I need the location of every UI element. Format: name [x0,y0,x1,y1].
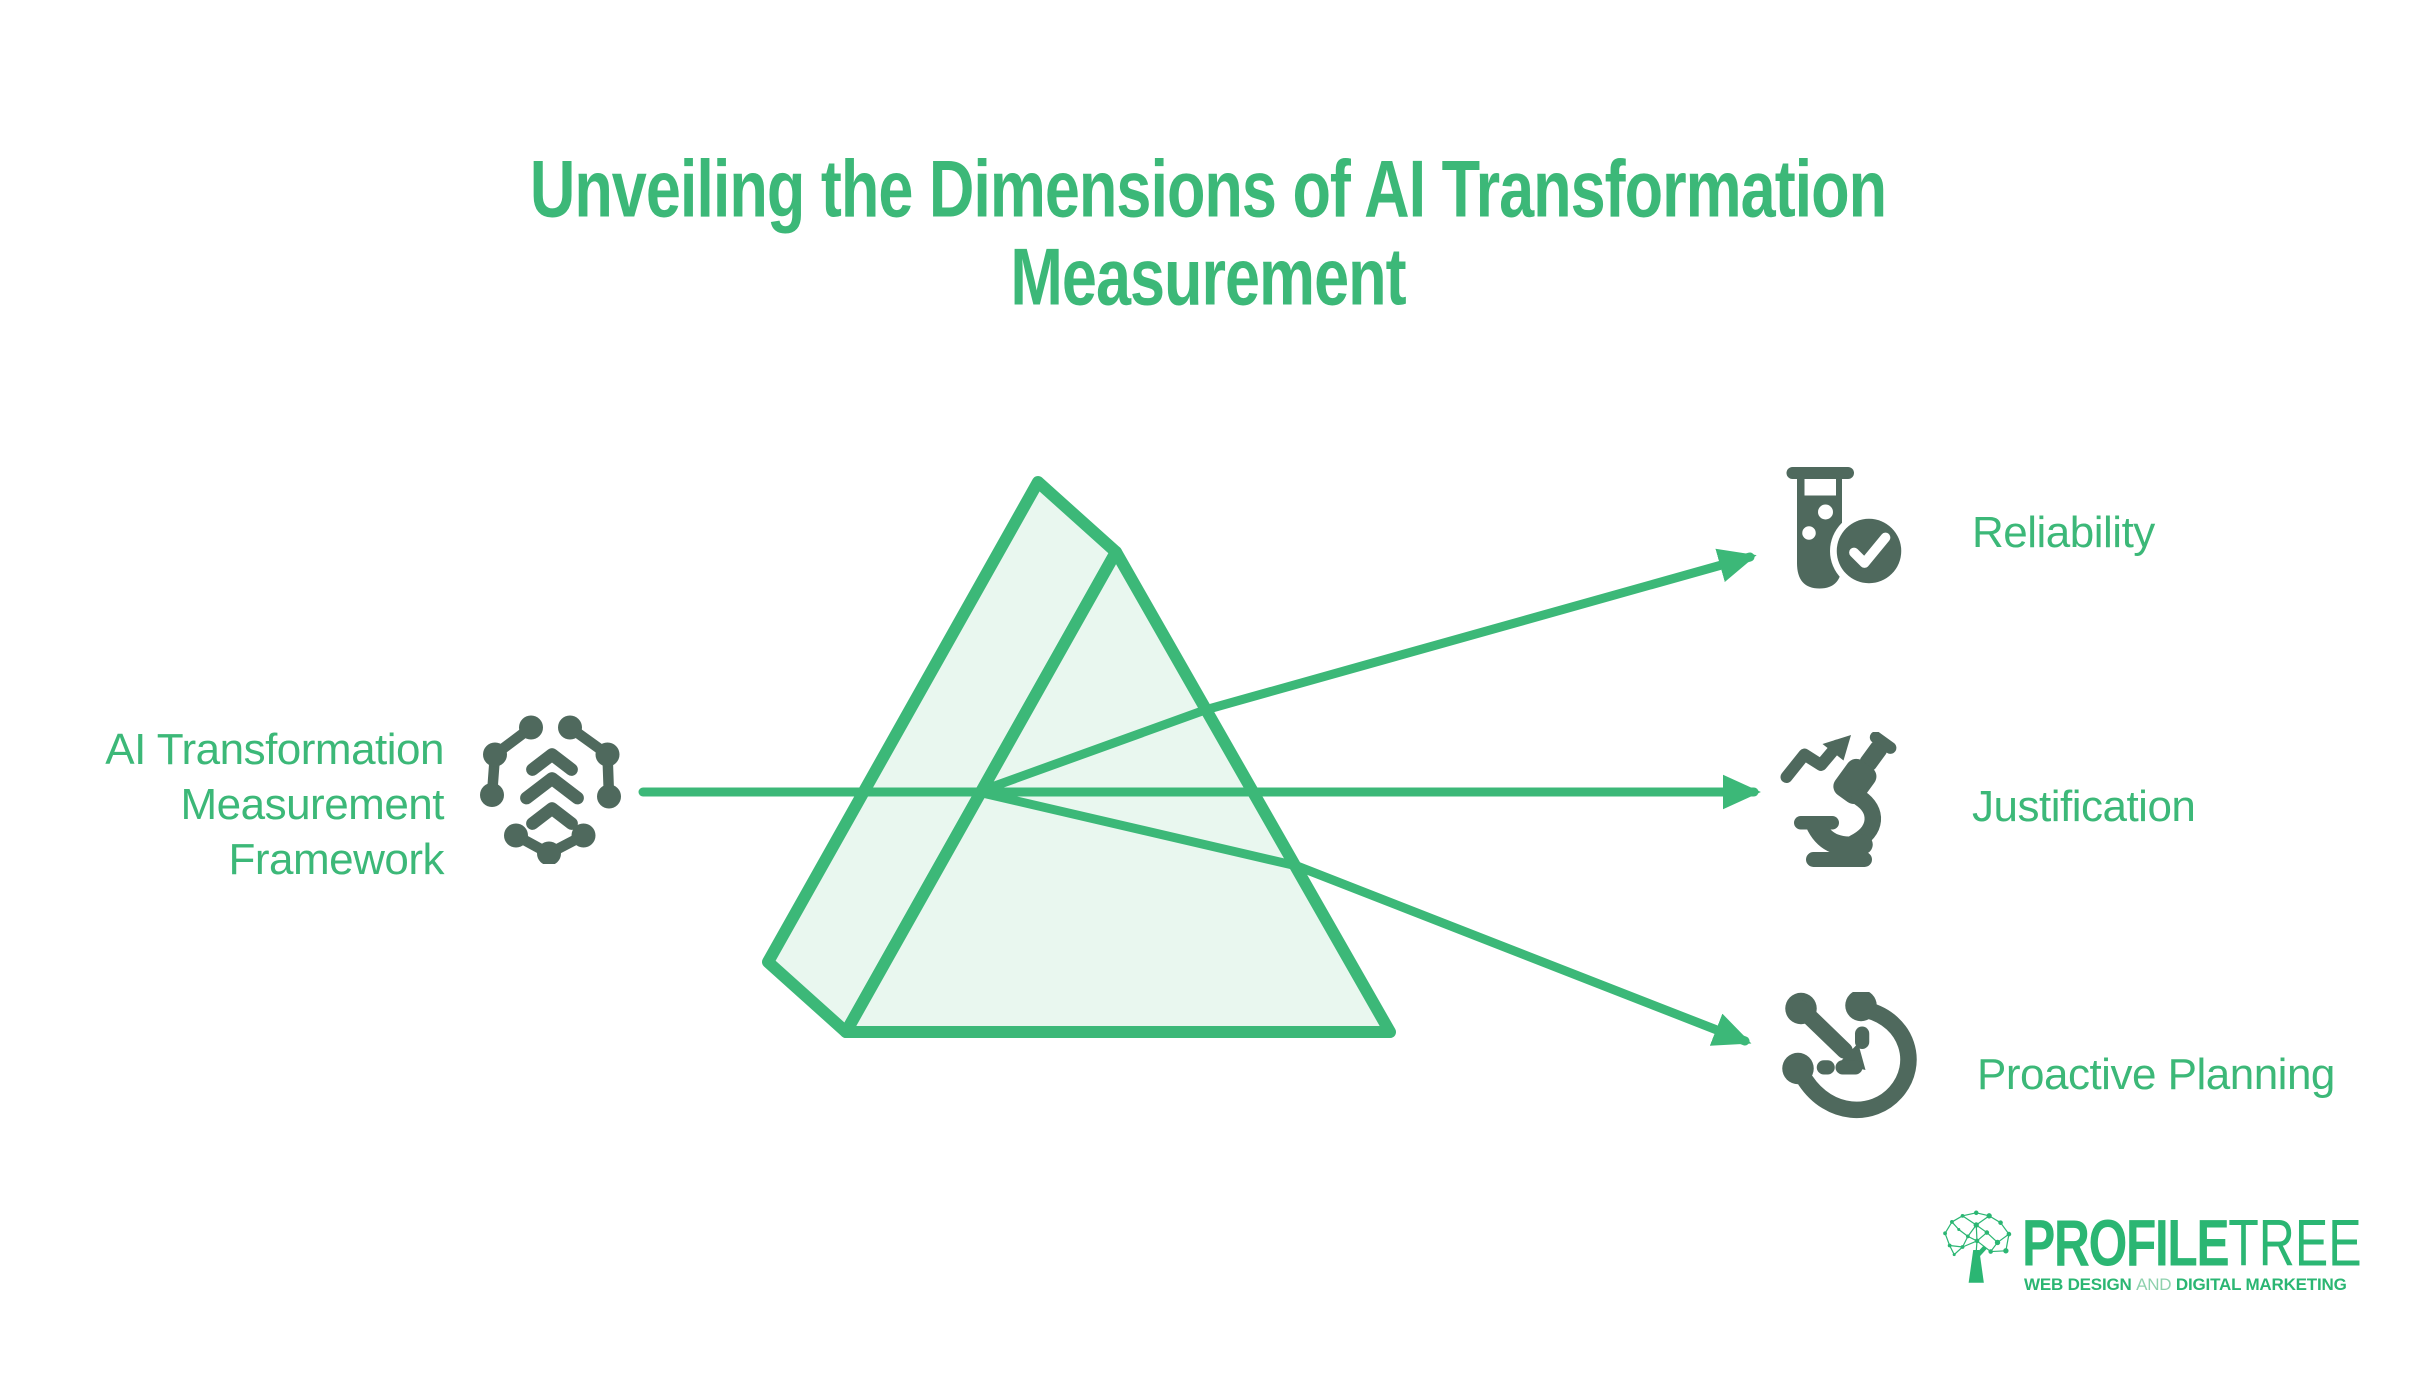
brand-wordmark: PROFILETREE [2022,1210,2362,1276]
framework-label-line-1: AI Transformation [105,725,444,774]
tree-network-icon [1943,1210,2012,1283]
output-row-justification: Justification [1776,732,2196,882]
tagline-digital-marketing: DIGITAL MARKETING [2175,1275,2347,1294]
output-row-proactive-planning: Proactive Planning [1776,992,2335,1157]
light-ray-reliability [973,548,1757,797]
output-label-reliability: Reliability [1972,508,2155,557]
microscope-trend-icon [1780,732,1897,867]
output-label-proactive-planning: Proactive Planning [1977,1049,2335,1099]
page-title: Unveiling the Dimensions of AI Transform… [0,144,2416,323]
light-ray-proactive [973,787,1752,1046]
branch-arrow-icon [1782,992,1917,1119]
page-title-line-1: Unveiling the Dimensions of AI Transform… [529,144,1887,235]
network-chevrons-icon [480,715,621,864]
brand-profile: PROFILE [2022,1206,2230,1280]
test-tube-check-icon [1786,467,1908,590]
output-label-justification: Justification [1972,782,2196,831]
tagline-web-design: WEB DESIGN [2024,1275,2132,1294]
page-title-line-2: Measurement [1010,233,1406,323]
framework-label-line-2: Measurement [180,780,444,829]
brand-tagline: WEB DESIGN AND DIGITAL MARKETING [2024,1275,2347,1295]
brand-tree: TREE [2228,1206,2362,1280]
framework-label-line-3: Framework [228,835,444,884]
profiletree-logo: PROFILETREE WEB DESIGN AND DIGITAL MARKE… [1936,1204,2362,1300]
tagline-and: AND [2136,1275,2172,1294]
framework-label: AI Transformation Measurement Framework [0,722,444,887]
output-row-reliability: Reliability [1776,458,2155,608]
